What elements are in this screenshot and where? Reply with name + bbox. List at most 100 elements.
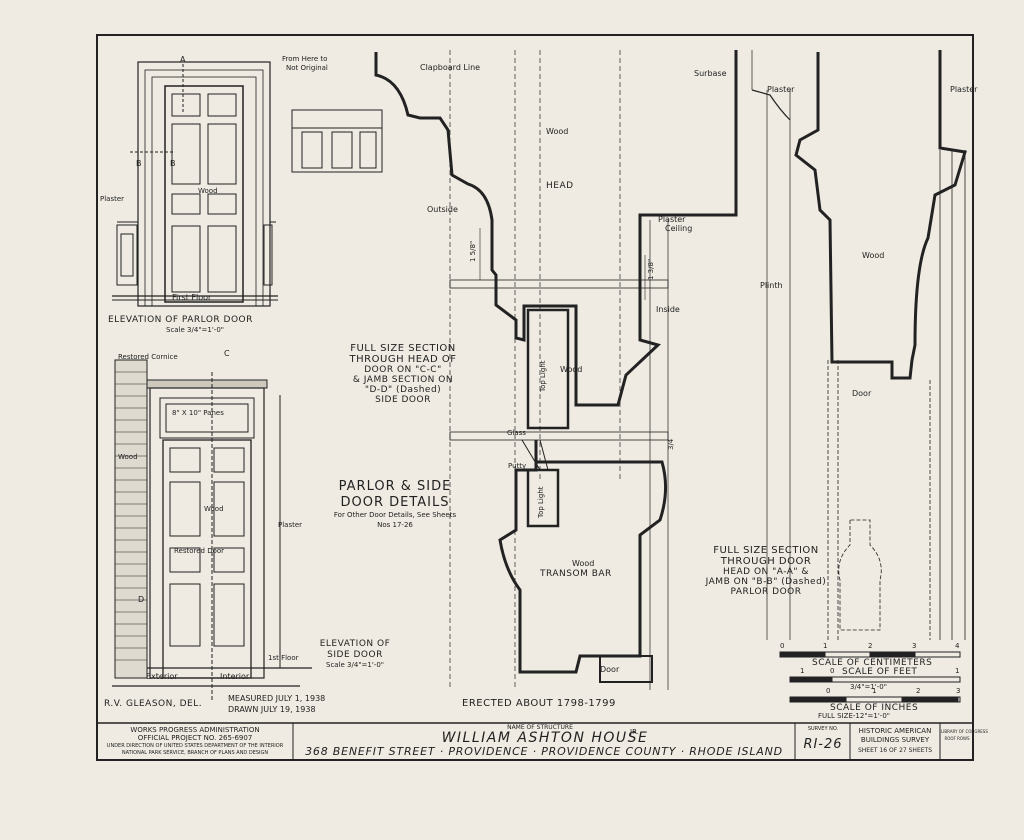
parlor-wood: Wood (198, 187, 218, 195)
note-glass: Glass (507, 429, 526, 437)
side-wood-door: Wood (204, 505, 224, 513)
side-first-floor: 1st Floor (268, 654, 299, 662)
section-aa-l1: FULL SIZE SECTION (713, 545, 819, 556)
scale-inch-title: SCALE OF INCHES (830, 703, 919, 713)
delineator: R.V. GLEASON, DEL. (104, 699, 203, 709)
scale-cm-tick-1: 1 (823, 642, 828, 650)
note-door-bottom: Door (600, 665, 620, 674)
survey-no-label: SURVEY NO. (807, 726, 839, 732)
structure-address: 368 BENEFIT STREET · PROVIDENCE · PROVID… (305, 745, 783, 758)
section-cc-l1: FULL SIZE SECTION (350, 343, 456, 354)
parlor-first-floor: First Floor (172, 293, 212, 302)
side-plaster: Plaster (278, 521, 303, 529)
scale-inch-tick-0: 0 (826, 687, 831, 695)
wpa-line-4: NATIONAL PARK SERVICE, BRANCH OF PLANS A… (121, 750, 269, 756)
note-not-original: Not Original (286, 64, 328, 72)
note-head: HEAD (546, 181, 574, 191)
dim-c: 3/4 (667, 438, 675, 450)
dim-a: 1 5/8" (469, 240, 477, 262)
scale-inch-tick-1: 1 (872, 687, 877, 695)
note-wood-jamb: Wood (862, 251, 885, 260)
side-elevation-title-2: SIDE DOOR (327, 650, 383, 660)
sheet-number: SHEET 16 OF 27 SHEETS (857, 747, 932, 754)
note-outside: Outside (427, 205, 458, 214)
note-clapboard-line: Clapboard Line (420, 63, 481, 72)
section-cc-head (374, 50, 738, 690)
section-cc-l6: SIDE DOOR (375, 395, 431, 405)
habs-line-2: BUILDINGS SURVEY (860, 736, 930, 744)
side-restored-door: Restored Door (174, 547, 225, 555)
note-putty: Putty (508, 462, 527, 470)
scale-cm-tick-2: 2 (868, 642, 873, 650)
note-wood-toplight: Wood (560, 365, 583, 374)
side-elevation-scale: Scale 3/4"=1'-0" (326, 661, 384, 669)
side-wood-left: Wood (118, 453, 138, 461)
note-top-light-2: Top Light (537, 486, 545, 518)
note-plinth: Plinth (760, 281, 783, 290)
structure-name-suffix: JR. (630, 728, 639, 736)
note-plaster-ceiling-1: Plaster (658, 215, 686, 224)
parlor-door-elevation (112, 61, 278, 307)
section-aa-l2: THROUGH DOOR (720, 556, 812, 567)
wpa-line-3: UNDER DIRECTION OF UNITED STATES DEPARTM… (106, 743, 284, 749)
clapboard-detail (291, 109, 383, 173)
side-panes: 8" X 10" Panes (172, 409, 224, 417)
marker-b2: B (170, 159, 176, 168)
scale-feet-note: 3/4"=1'-0" (850, 683, 887, 691)
note-plaster-left: Plaster (767, 85, 795, 94)
note-plaster-ceiling-2: Ceiling (665, 224, 693, 233)
details-title-l4: Nos 17-26 (377, 521, 413, 529)
scale-feet-title: SCALE OF FEET (842, 667, 918, 677)
note-transom-bar: TRANSOM BAR (540, 569, 612, 579)
section-aa-head (751, 50, 967, 640)
scale-cm-title: SCALE OF CENTIMETERS (812, 658, 933, 668)
side-exterior: Exterior (146, 672, 178, 681)
name-of-structure-label: NAME OF STRUCTURE (507, 724, 573, 731)
parlor-plaster: Plaster (100, 195, 125, 203)
section-aa-l3: HEAD ON "A-A" & (723, 567, 809, 577)
note-from-here: From Here to (282, 55, 328, 63)
parlor-elevation-scale: Scale 3/4"=1'-0" (166, 326, 224, 334)
note-wood-transom: Wood (572, 559, 595, 568)
note-surbase: Surbase (694, 69, 727, 78)
section-aa-l5: PARLOR DOOR (730, 587, 802, 597)
section-cc-l4: & JAMB SECTION ON (352, 375, 454, 385)
scale-feet-tick-0: 0 (830, 667, 835, 675)
scale-inch-tick-3: 3 (956, 687, 961, 695)
details-title-l3: For Other Door Details, See Sheets (333, 511, 457, 519)
survey-no: RI-26 (803, 737, 843, 752)
scale-feet-tick-2: 1 (955, 667, 960, 675)
marker-b: B (136, 159, 142, 168)
details-title-l1: PARLOR & SIDE (338, 479, 452, 494)
note-wood-head: Wood (546, 127, 569, 136)
scale-feet-tick-1: 1 (800, 667, 805, 675)
note-plaster-right: Plaster (950, 85, 978, 94)
side-elevation-title-1: ELEVATION OF (319, 639, 391, 649)
scale-cm-tick-3: 3 (912, 642, 917, 650)
note-inside: Inside (656, 305, 680, 314)
habs-line-1: HISTORIC AMERICAN (858, 727, 932, 735)
dim-b: 1 3/8" (647, 258, 655, 280)
structure-name: WILLIAM ASHTON HOUSE (441, 730, 649, 746)
loc-line-1: LIBRARY OF CONGRESS (941, 729, 988, 734)
section-aa-l4: JAMB ON "B-B" (Dashed) (705, 577, 827, 587)
erected-date: ERECTED ABOUT 1798-1799 (462, 698, 616, 709)
section-cc-l3: DOOR ON "C-C" (364, 365, 442, 375)
measured-date: MEASURED JULY 1, 1938 (228, 694, 326, 703)
graphic-scales (779, 651, 961, 703)
parlor-elevation-title: ELEVATION OF PARLOR DOOR (108, 315, 253, 325)
scale-cm-tick-4: 4 (955, 642, 960, 650)
side-interior: Interior (220, 672, 250, 681)
scale-cm-tick-0: 0 (780, 642, 785, 650)
drawn-date: DRAWN JULY 19, 1938 (228, 705, 316, 714)
sheet-border (96, 34, 974, 761)
note-top-light-1: Top Light (539, 360, 547, 392)
details-title-l2: DOOR DETAILS (340, 495, 450, 510)
side-door-elevation (112, 359, 312, 700)
scale-inch-note: FULL SIZE-12"=1'-0" (818, 712, 890, 720)
note-door-jamb: Door (852, 389, 872, 398)
loc-line-2: ROOF ROWS (944, 736, 970, 741)
section-cc-l2: THROUGH HEAD OF (349, 354, 457, 365)
